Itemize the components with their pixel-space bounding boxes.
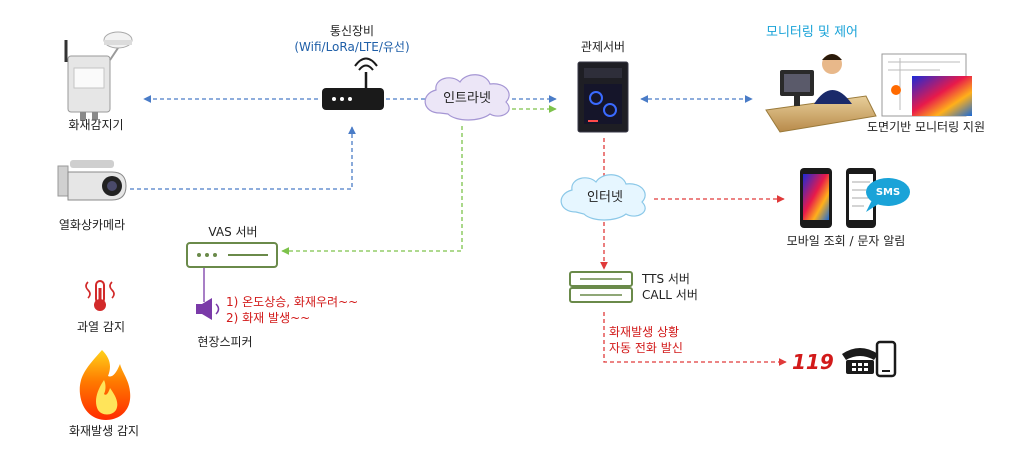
auto-call-line-2: 자동 전화 발신	[609, 341, 683, 355]
overheat-label: 과열 감지	[77, 320, 125, 334]
smartphone-icon	[875, 340, 897, 378]
operator-desk-icon	[765, 54, 877, 133]
router-icon	[322, 57, 384, 110]
monitoring-title: 모니터링 및 제어	[766, 25, 858, 40]
speaker-icon	[196, 298, 220, 320]
thermal-camera-icon	[57, 160, 127, 201]
connections	[130, 95, 787, 366]
vas-message-1: 1) 온도상승, 화재우려~~	[226, 295, 359, 309]
vas-server-icon	[186, 242, 278, 268]
intranet-label: 인트라넷	[443, 91, 491, 106]
telephone-icon	[842, 348, 878, 374]
floorplan-thermal-icon	[881, 53, 972, 117]
emergency-119-logo: 119	[792, 350, 834, 374]
mobile-phones-icon	[800, 168, 876, 228]
comm-subtitle: (Wifi/LoRa/LTE/유선)	[294, 40, 410, 54]
internet-label: 인터넷	[587, 190, 623, 205]
fire-detector-label: 화재감지기	[68, 118, 124, 132]
sms-text: SMS	[875, 187, 901, 198]
link-tts-phone	[603, 312, 787, 366]
sms-bubble-icon	[866, 178, 910, 212]
call-server-label: CALL 서버	[642, 288, 698, 302]
fire-outbreak-label: 화재발생 감지	[68, 424, 140, 438]
comm-title: 통신장비	[329, 24, 375, 38]
server-tower-icon	[577, 61, 629, 133]
vas-server-label: VAS 서버	[208, 225, 258, 239]
speaker-label: 현장스피커	[197, 335, 253, 349]
mobile-label: 모바일 조회 / 문자 알림	[786, 234, 906, 248]
thermometer-icon	[85, 280, 115, 311]
tts-call-server-icon	[569, 271, 633, 303]
auto-call-line-1: 화재발생 상황	[609, 325, 680, 339]
fire-detector-icon	[64, 31, 133, 120]
vas-message-2: 2) 화재 발생~~	[226, 311, 311, 325]
internet-cloud	[560, 174, 646, 221]
link-camera-router	[130, 126, 356, 190]
flame-icon	[79, 350, 131, 420]
drawing-monitoring-label: 도면기반 모니터링 지원	[866, 120, 986, 134]
link-intranet-vas	[281, 126, 463, 255]
control-server-label: 관제서버	[580, 40, 626, 54]
thermal-camera-label: 열화상카메라	[58, 218, 126, 232]
intranet-cloud	[424, 74, 510, 121]
tts-server-label: TTS 서버	[642, 272, 690, 286]
